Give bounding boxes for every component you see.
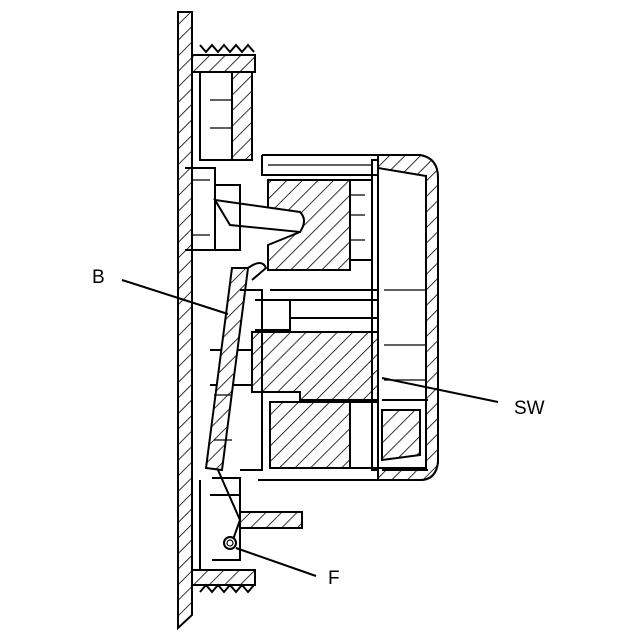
label-f: F: [328, 568, 340, 589]
top-threaded-boss: [192, 45, 255, 160]
label-b: B: [92, 267, 105, 288]
leader-line-b: [122, 280, 228, 314]
spring-f: [224, 537, 236, 549]
bottom-threaded-boss: [192, 480, 255, 592]
label-sw: SW: [514, 398, 545, 419]
front-plate: [178, 12, 192, 628]
leader-line-sw: [382, 378, 498, 402]
lower-core-block: [270, 400, 428, 470]
